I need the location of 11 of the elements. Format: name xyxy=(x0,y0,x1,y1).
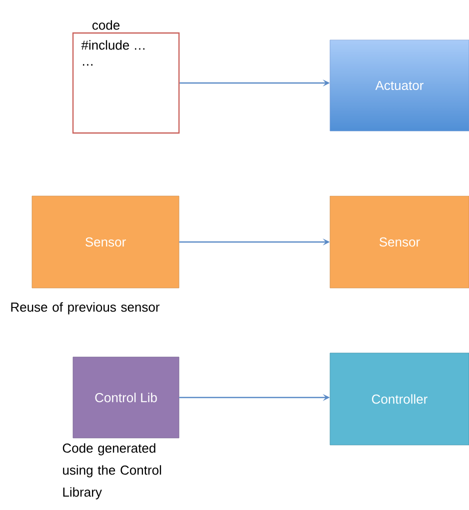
heading: code xyxy=(92,20,120,30)
process-box: Actuator xyxy=(330,40,469,132)
process-box: Sensor xyxy=(330,196,469,288)
node-label: Code generated using the Control Library xyxy=(62,443,162,500)
process-box: Sensor xyxy=(32,196,180,288)
code-line: … xyxy=(82,64,92,66)
code-box xyxy=(72,20,180,134)
process-box: Controller xyxy=(330,352,469,446)
code-line: #include … xyxy=(81,40,144,50)
node-label: Reuse of previous sensor xyxy=(11,302,160,314)
process-box: Control Lib xyxy=(72,356,180,438)
